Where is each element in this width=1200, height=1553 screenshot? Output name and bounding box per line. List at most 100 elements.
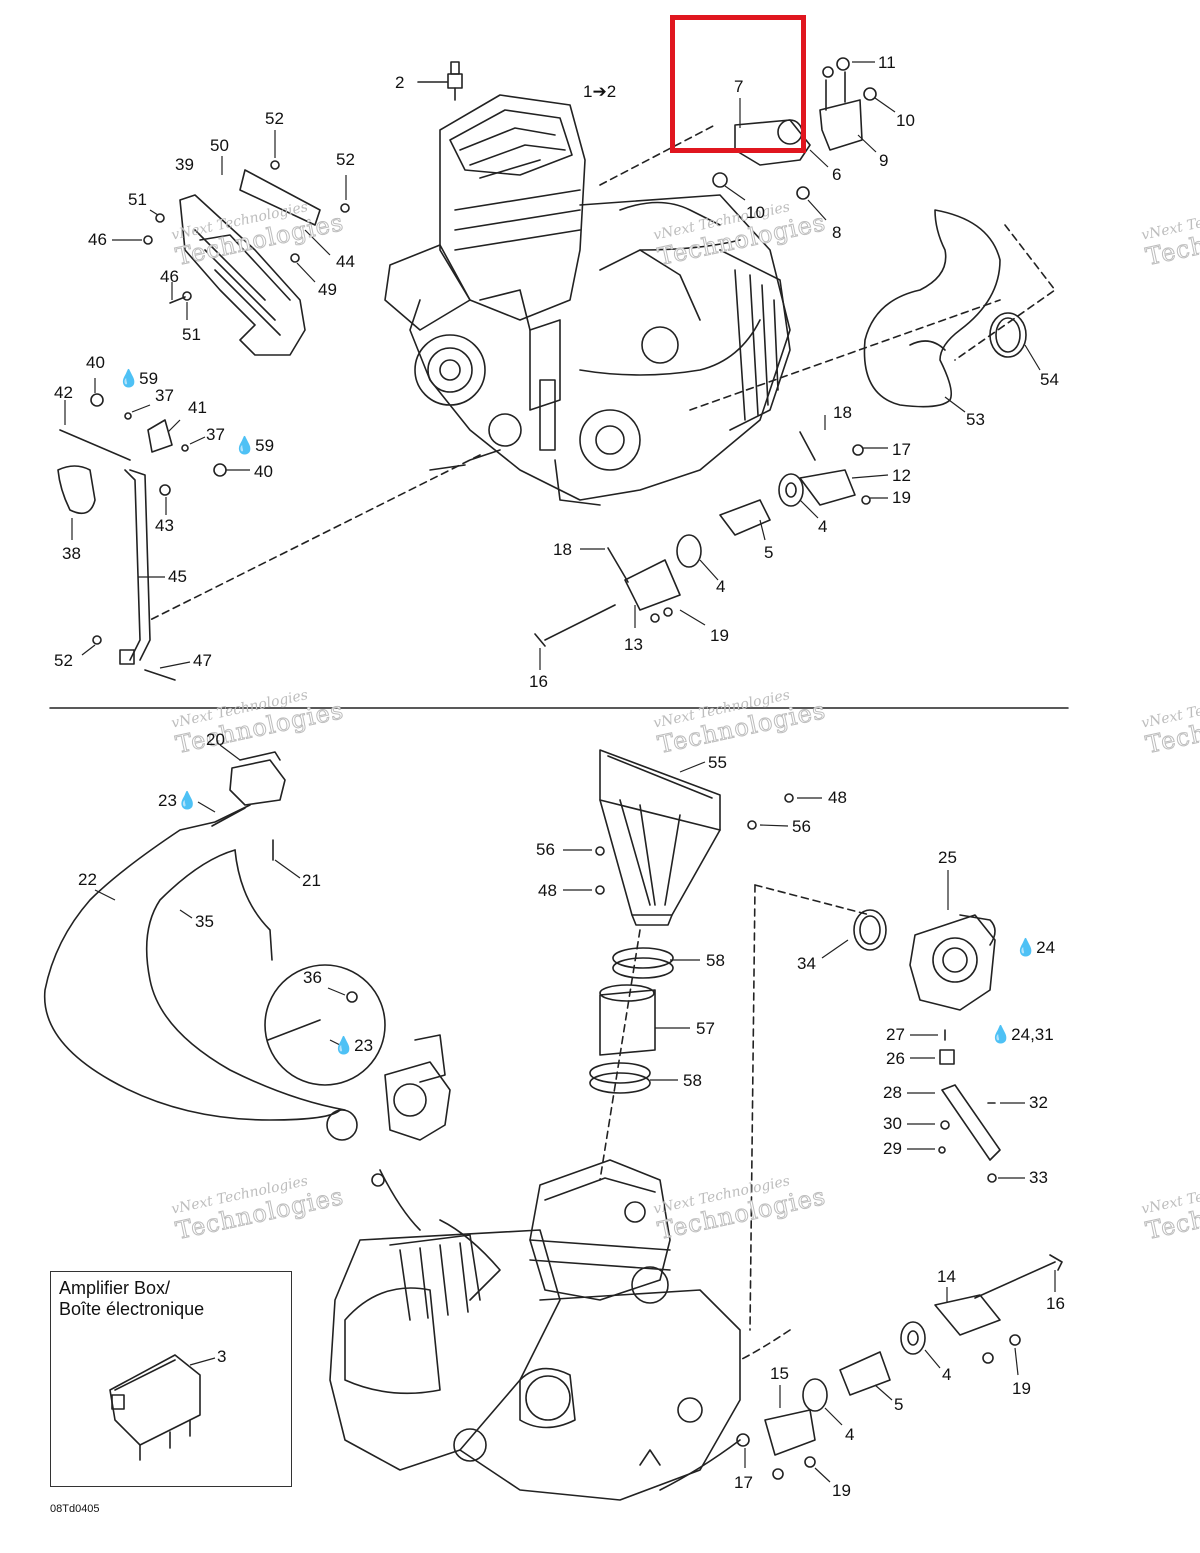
callout-label: 18 <box>553 540 572 559</box>
upper-engine-drawing <box>384 94 791 506</box>
callout-label: 💧24,31 <box>990 1025 1054 1044</box>
callout-label: 48 <box>538 881 557 900</box>
callout-label: 39 <box>175 155 194 174</box>
drop-icon: 💧 <box>118 369 140 388</box>
duct-clamps-and-sleeve <box>589 793 794 1094</box>
callout-label: 29 <box>883 1139 902 1158</box>
callout-label: 46 <box>88 230 107 249</box>
callout-label: 1➔2 <box>583 82 617 101</box>
callout-label: 4 <box>818 517 828 536</box>
figure-code: 08Td0405 <box>50 1503 100 1515</box>
amplifier-box-part <box>109 1354 201 1461</box>
callout-label: 14 <box>937 1267 956 1286</box>
callout-label: 38 <box>62 544 81 563</box>
callout-label: 52 <box>265 109 284 128</box>
callout-label: 44 <box>336 252 355 271</box>
highlight-box <box>670 15 806 153</box>
callout-label: 36 <box>303 968 322 987</box>
callout-label: 3 <box>217 1347 227 1366</box>
callout-label: 18 <box>833 403 852 422</box>
callout-label: 26 <box>886 1049 905 1068</box>
callout-label: 50 <box>210 136 229 155</box>
callout-label: 9 <box>879 151 889 170</box>
arrow-head-bottom <box>639 1449 661 1466</box>
carburetor-right <box>853 909 1001 1183</box>
callout-label: 40 <box>86 353 105 372</box>
callout-label: 30 <box>883 1114 902 1133</box>
callout-label: 💧59 <box>118 369 159 388</box>
callout-label: 2 <box>395 73 405 92</box>
callout-label: 8 <box>832 223 842 242</box>
callout-label: 10 <box>746 203 765 222</box>
drop-icon: 💧 <box>1015 938 1037 957</box>
callout-label: 41 <box>188 398 207 417</box>
callout-label: 51 <box>182 325 201 344</box>
callout-label: 21 <box>302 871 321 890</box>
callout-label: 46 <box>160 267 179 286</box>
callout-label: 💧59 <box>234 436 275 455</box>
callout-label: 55 <box>708 753 727 772</box>
callout-label: 4 <box>716 577 726 596</box>
callout-label: 48 <box>828 788 847 807</box>
air-box-and-duct <box>599 749 721 926</box>
callout-label: 💧24 <box>1015 938 1056 957</box>
callout-label: 17 <box>892 440 911 459</box>
callout-label: 15 <box>770 1364 789 1383</box>
callout-label: 27 <box>886 1025 905 1044</box>
drop-icon: 💧 <box>176 791 199 810</box>
callout-label: 12 <box>892 466 911 485</box>
callout-label: 58 <box>706 951 725 970</box>
callout-label: 4 <box>942 1365 952 1384</box>
callout-label: 35 <box>195 912 214 931</box>
callout-label: 37 <box>206 425 225 444</box>
callout-label: 20 <box>206 730 225 749</box>
callout-label: 7 <box>734 77 744 96</box>
arrow-leader-bottom <box>659 1439 741 1491</box>
carburetor-left <box>384 1034 451 1141</box>
callout-label: 37 <box>155 386 174 405</box>
callout-label: 53 <box>966 410 985 429</box>
callout-label: 33 <box>1029 1168 1048 1187</box>
callout-label: 45 <box>168 567 187 586</box>
callout-label: 16 <box>529 672 548 691</box>
heat-shield-assembly <box>143 160 350 356</box>
air-intake-hose <box>863 209 1027 408</box>
callout-label: 5 <box>764 543 774 562</box>
callout-label: 19 <box>710 626 729 645</box>
front-mount-parts-top <box>534 431 871 647</box>
callout-label: 43 <box>155 516 174 535</box>
callout-label: 56 <box>536 840 555 859</box>
drop-icon: 💧 <box>333 1036 355 1055</box>
lower-engine-drawing <box>329 1159 741 1501</box>
callout-label: 57 <box>696 1019 715 1038</box>
callout-label: 19 <box>832 1481 851 1500</box>
callout-label: 52 <box>336 150 355 169</box>
callout-label: 17 <box>734 1473 753 1492</box>
callout-label: 22 <box>78 870 97 889</box>
support-rod-assembly <box>57 393 227 681</box>
drop-icon: 💧 <box>990 1025 1012 1044</box>
callout-label: 19 <box>1012 1379 1031 1398</box>
callout-label: 58 <box>683 1071 702 1090</box>
callout-label: 51 <box>128 190 147 209</box>
callout-label: 💧23 <box>333 1036 374 1055</box>
callout-label: 28 <box>883 1083 902 1102</box>
throttle-cable-assembly <box>43 751 386 1141</box>
callout-label: 23💧 <box>158 791 199 810</box>
callout-label: 32 <box>1029 1093 1048 1112</box>
callout-label: 49 <box>318 280 337 299</box>
callout-label: 16 <box>1046 1294 1065 1313</box>
callout-leaders <box>64 61 1056 1483</box>
callout-label: 25 <box>938 848 957 867</box>
callout-label: 13 <box>624 635 643 654</box>
callout-label: 5 <box>894 1395 904 1414</box>
drop-icon: 💧 <box>234 436 256 455</box>
callout-label: 6 <box>832 165 842 184</box>
callout-label: 54 <box>1040 370 1059 389</box>
callout-label: 34 <box>797 954 816 973</box>
callout-label: 4 <box>845 1425 855 1444</box>
callout-label: 47 <box>193 651 212 670</box>
callout-label: 52 <box>54 651 73 670</box>
amplifier-box-panel: Amplifier Box/ Boîte électronique <box>50 1271 292 1487</box>
